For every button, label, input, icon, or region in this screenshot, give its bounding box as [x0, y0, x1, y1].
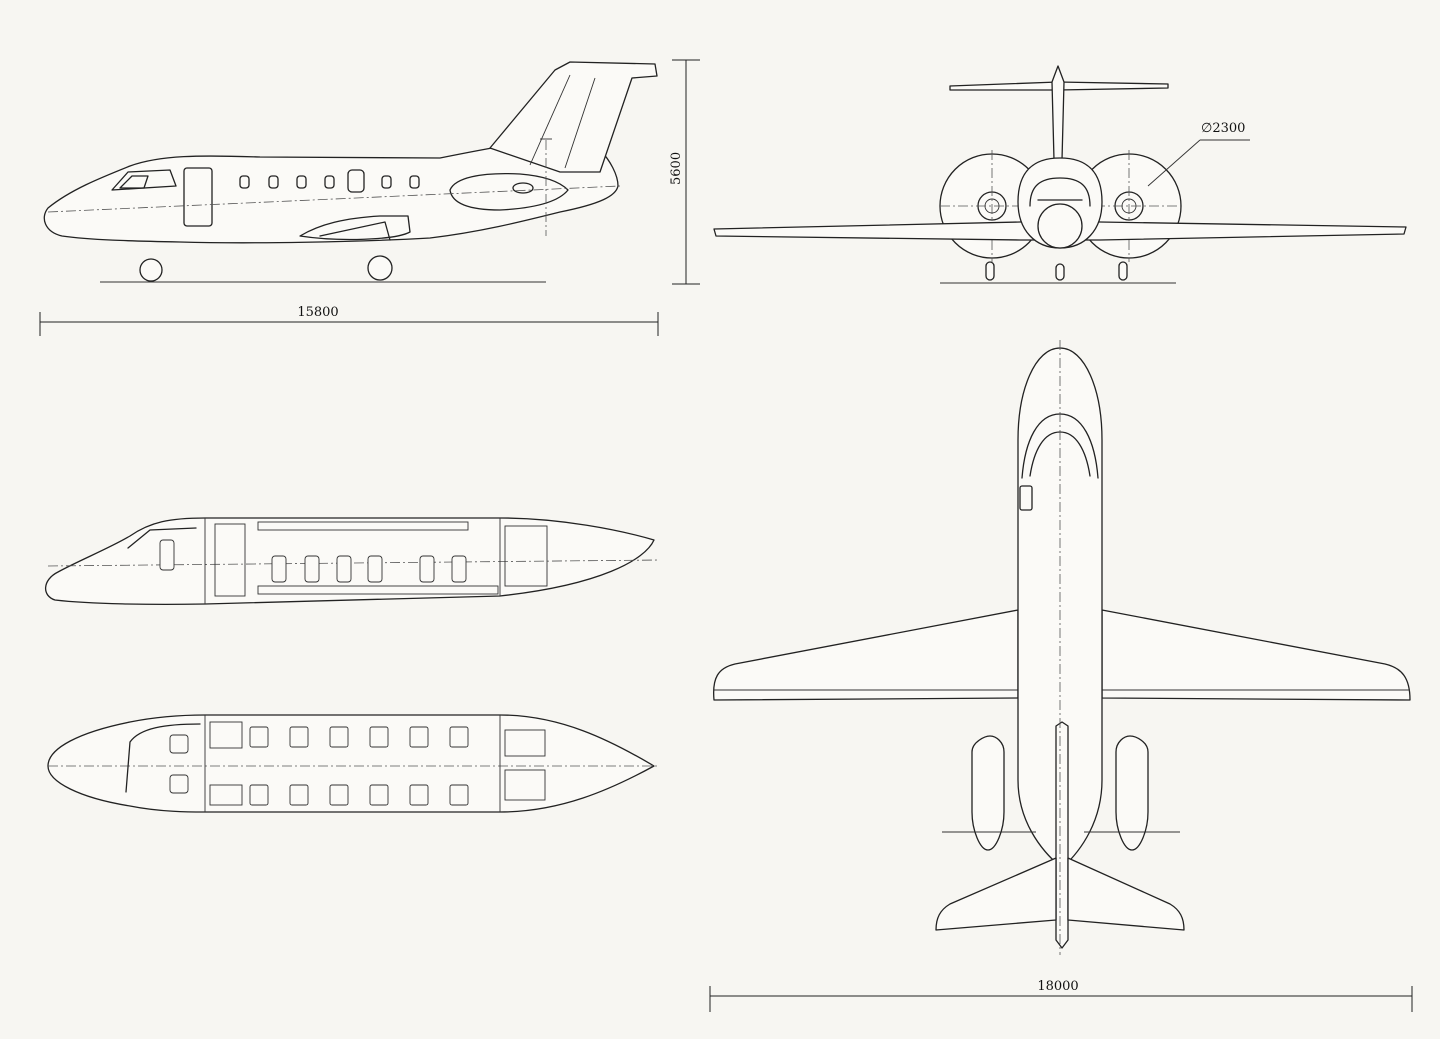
height-label: 5600 [669, 152, 684, 185]
height-dimension: 5600 [669, 59, 700, 285]
top-view [712, 340, 1411, 955]
cabin-side-section [44, 517, 661, 606]
wingspan-label: 18000 [1037, 979, 1078, 994]
length-dimension: 15800 [39, 305, 659, 336]
engine-diameter-label: ∅2300 [1201, 121, 1245, 136]
side-windows [239, 169, 420, 193]
wingspan-dimension: 18000 [709, 979, 1413, 1012]
cabin-plan-seats [169, 726, 469, 806]
cabin-plan-section [47, 714, 660, 813]
side-view [43, 61, 658, 283]
cabin-side-seats [159, 539, 467, 583]
length-label: 15800 [297, 305, 338, 320]
front-view: ∅2300 [713, 65, 1407, 284]
